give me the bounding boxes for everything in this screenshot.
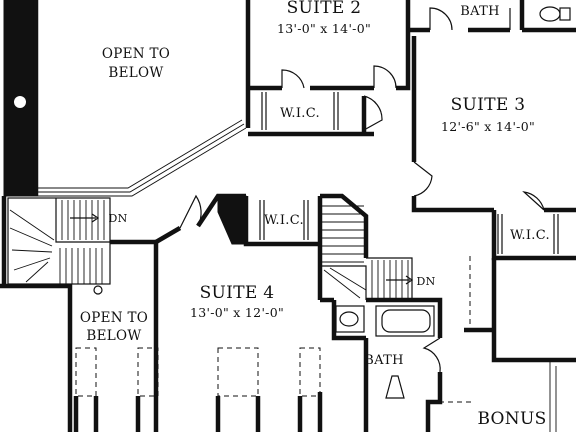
dashed-openings	[73, 256, 557, 432]
suite4-name: SUITE 4	[200, 283, 275, 303]
open-to-below-left-line1: OPEN TO	[80, 310, 148, 326]
suite3-dims: 12'-6" x 14'-0"	[441, 119, 535, 134]
room-labels: OPEN TO BELOW SUITE 2 13'-0" x 14'-0" BA…	[80, 0, 550, 429]
suite4-dims: 13'-0" x 12'-0"	[190, 305, 284, 320]
suite2-dims: 13'-0" x 14'-0"	[277, 21, 371, 36]
wic-suite2-name: W.I.C.	[280, 106, 320, 121]
wic-suite3-name: W.I.C.	[510, 228, 550, 243]
toilet-lower	[385, 375, 405, 399]
left-stair-dn: DN	[108, 212, 127, 225]
bath-top-name: BATH	[460, 4, 499, 19]
wic-suite4-name: W.I.C.	[264, 213, 304, 228]
bath-lower-name: BATH	[364, 353, 403, 368]
open-to-below-top-line2: BELOW	[108, 65, 163, 81]
right-stair-dn: DN	[416, 275, 435, 288]
toilet-top	[539, 6, 561, 22]
wall-column-marker	[14, 96, 26, 108]
center-stair	[322, 205, 414, 300]
suite3-name: SUITE 3	[451, 95, 526, 115]
left-stair	[7, 197, 111, 295]
closet-details	[259, 92, 559, 254]
bonus-name: BONUS	[477, 409, 546, 429]
suite2-name: SUITE 2	[287, 0, 362, 18]
doors	[179, 7, 545, 373]
open-to-below-top-line1: OPEN TO	[102, 46, 170, 62]
open-to-below-left-line2: BELOW	[86, 328, 141, 344]
fixtures	[335, 6, 571, 399]
